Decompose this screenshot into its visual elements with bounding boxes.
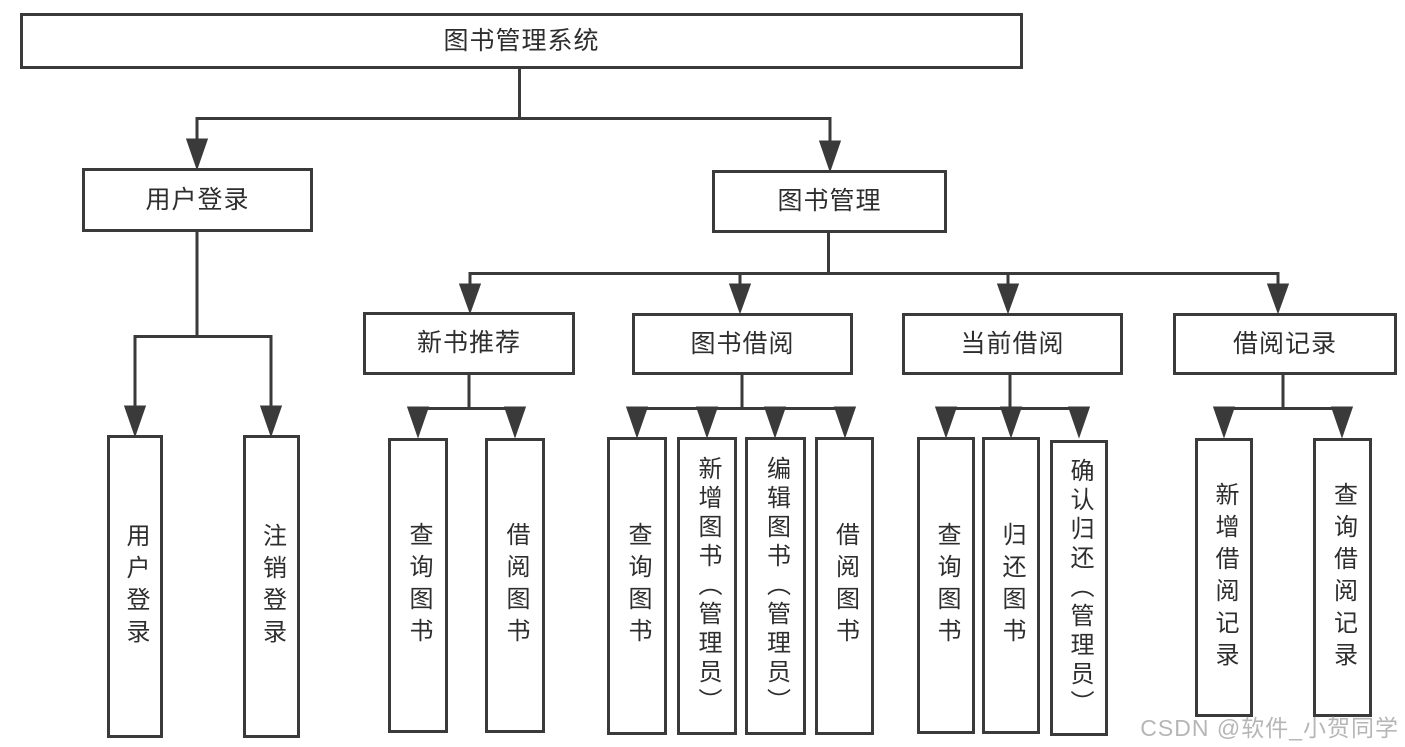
leaf-current-return: 归还图书	[982, 437, 1040, 734]
arrow-down-icon	[934, 406, 958, 439]
leaf-record-add-label: 新增借阅记录	[1211, 481, 1238, 674]
arrow-down-icon	[818, 140, 842, 173]
watermark: CSDN @软件_小贺同学	[1140, 715, 1399, 741]
leaf-user-login-label: 用户登录	[122, 522, 149, 651]
leaf-borrow-query-label: 查询图书	[624, 522, 651, 650]
arrow-down-icon	[728, 283, 752, 315]
arrow-down-icon	[259, 405, 283, 438]
leaf-current-return-label: 归还图书	[998, 521, 1025, 650]
arrow-down-icon	[1067, 406, 1091, 439]
arrow-down-icon	[833, 406, 857, 439]
leaf-newbook-borrow-label: 借阅图书	[502, 521, 529, 650]
leaf-borrow-borrow: 借阅图书	[815, 437, 874, 735]
node-root: 图书管理系统	[20, 13, 1023, 69]
leaf-borrow-query: 查询图书	[607, 437, 667, 735]
node-current-borrow: 当前借阅	[902, 313, 1123, 375]
leaf-newbook-borrow: 借阅图书	[485, 438, 545, 733]
leaf-borrow-borrow-label: 借阅图书	[831, 522, 859, 650]
leaf-current-query-label: 查询图书	[933, 521, 960, 650]
node-book-management: 图书管理	[712, 170, 947, 233]
node-new-book-recommend: 新书推荐	[363, 312, 575, 375]
leaf-current-query: 查询图书	[917, 437, 975, 734]
node-user-login-label: 用户登录	[145, 185, 250, 214]
arrow-down-icon	[123, 405, 147, 438]
arrow-down-icon	[503, 406, 527, 439]
arrow-down-icon	[406, 406, 430, 439]
leaf-record-query: 查询借阅记录	[1313, 438, 1372, 717]
arrow-down-icon	[458, 283, 482, 315]
leaf-current-confirm-admin: 确认归还（管理员）	[1050, 440, 1108, 736]
arrow-down-icon	[185, 138, 209, 171]
node-root-label: 图书管理系统	[443, 26, 600, 55]
node-book-borrow-label: 图书借阅	[690, 329, 795, 358]
node-borrow-records: 借阅记录	[1173, 313, 1397, 375]
leaf-borrow-edit-admin: 编辑图书（管理员）	[745, 437, 806, 735]
arrow-down-icon	[996, 283, 1020, 315]
arrow-down-icon	[763, 406, 787, 439]
node-borrow-records-label: 借阅记录	[1232, 329, 1337, 358]
leaf-borrow-add-admin-label: 新增图书（管理员）	[694, 455, 721, 717]
leaf-record-add: 新增借阅记录	[1195, 438, 1253, 717]
node-book-borrow: 图书借阅	[632, 313, 853, 375]
arrow-down-icon	[625, 406, 649, 439]
arrow-down-icon	[1266, 283, 1290, 315]
node-book-management-label: 图书管理	[777, 187, 882, 215]
leaf-current-confirm-admin-label: 确认归还（管理员）	[1066, 457, 1093, 719]
arrow-down-icon	[695, 406, 719, 439]
leaf-user-login: 用户登录	[107, 435, 163, 738]
leaf-newbook-query-label: 查询图书	[405, 521, 432, 650]
node-user-login: 用户登录	[82, 168, 313, 232]
leaf-borrow-add-admin: 新增图书（管理员）	[677, 437, 737, 735]
node-current-borrow-label: 当前借阅	[960, 329, 1065, 358]
leaf-logout: 注销登录	[243, 435, 300, 738]
node-new-book-recommend-label: 新书推荐	[416, 329, 521, 357]
leaf-logout-label: 注销登录	[258, 522, 286, 651]
leaf-newbook-query: 查询图书	[388, 438, 448, 733]
arrow-down-icon	[1212, 406, 1236, 439]
arrow-down-icon	[999, 406, 1023, 439]
arrow-down-icon	[1330, 406, 1354, 439]
leaf-borrow-edit-admin-label: 编辑图书（管理员）	[762, 455, 790, 717]
leaf-record-query-label: 查询借阅记录	[1329, 481, 1357, 674]
